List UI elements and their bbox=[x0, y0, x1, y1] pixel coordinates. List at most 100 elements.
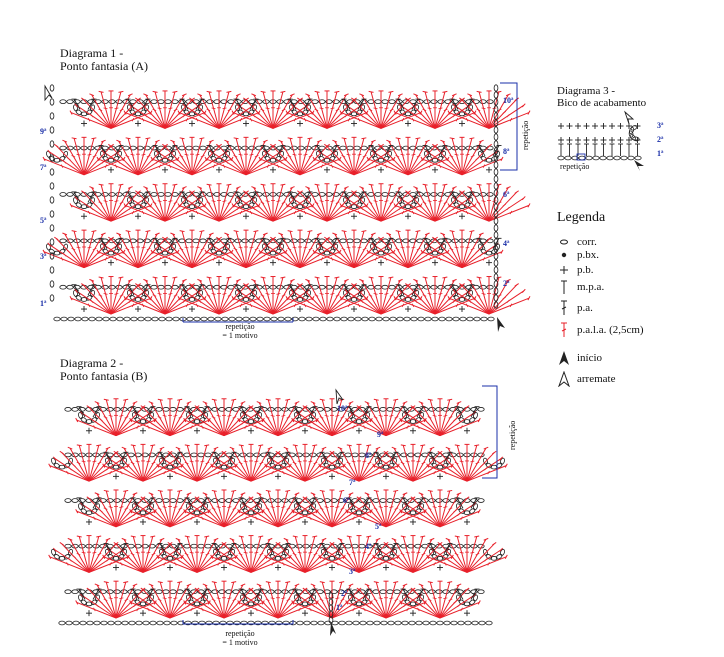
legend-label: corr. bbox=[577, 236, 597, 248]
chain-stitch bbox=[99, 498, 107, 503]
chain-stitch bbox=[493, 91, 499, 99]
chain-stitch bbox=[443, 620, 451, 626]
chain-stitch bbox=[177, 620, 185, 626]
chain-stitch bbox=[164, 284, 172, 290]
chain-stitch bbox=[358, 589, 366, 595]
chain-stitch bbox=[134, 204, 142, 209]
chain-stitch bbox=[256, 316, 264, 322]
chain-stitch bbox=[479, 99, 487, 104]
chain-stitch bbox=[404, 204, 412, 209]
chain-stitch bbox=[352, 620, 360, 626]
chain-stitch bbox=[101, 99, 109, 104]
chain-stitch bbox=[375, 316, 383, 322]
chain-stitch bbox=[493, 259, 499, 267]
chain-stitch bbox=[184, 620, 192, 626]
chain-stitch bbox=[199, 145, 207, 151]
chain-stitch bbox=[585, 155, 593, 161]
d3-row-label: 3ª bbox=[657, 121, 664, 130]
chain-stitch bbox=[73, 197, 79, 205]
chain-stitch bbox=[163, 620, 171, 626]
chain-stitch bbox=[328, 155, 336, 162]
chain-stitch bbox=[200, 316, 208, 322]
chain-stitch bbox=[493, 280, 499, 288]
chain-stitch bbox=[49, 98, 55, 106]
legend-label: início bbox=[577, 352, 603, 364]
d2-row-label: 3ª bbox=[349, 567, 356, 576]
chain-stitch bbox=[330, 407, 338, 412]
chain-stitch bbox=[493, 266, 499, 274]
chain-stitch bbox=[188, 297, 196, 302]
chain-stitch bbox=[211, 498, 219, 503]
chain-stitch bbox=[453, 295, 461, 301]
chain-stitch bbox=[141, 543, 149, 549]
chain-stitch bbox=[277, 316, 285, 322]
chain-stitch bbox=[102, 248, 110, 255]
legend-label: p.bx. bbox=[577, 249, 599, 261]
chain-stitch bbox=[139, 601, 147, 607]
legend-label: p.b. bbox=[577, 264, 594, 276]
chain-stitch bbox=[318, 99, 326, 104]
chain-stitch bbox=[169, 589, 177, 595]
chain-stitch bbox=[435, 407, 443, 412]
chain-stitch bbox=[130, 316, 138, 322]
chain-stitch bbox=[288, 452, 296, 458]
chain-stitch bbox=[51, 457, 57, 465]
chain-stitch bbox=[169, 543, 177, 549]
chain-stitch bbox=[66, 99, 74, 104]
chain-stitch bbox=[242, 204, 250, 209]
chain-stitch bbox=[301, 295, 309, 301]
chain-stitch bbox=[493, 119, 499, 127]
chain-stitch bbox=[298, 316, 306, 322]
chain-stitch bbox=[137, 316, 145, 322]
chain-stitch bbox=[282, 620, 290, 626]
single-crochet-icon bbox=[560, 266, 568, 274]
chain-stitch bbox=[379, 543, 387, 549]
chain-stitch bbox=[88, 316, 96, 322]
chain-stitch bbox=[113, 589, 121, 595]
legend-item: m.p.a. bbox=[557, 279, 604, 295]
chain-stitch bbox=[58, 155, 66, 162]
chain-stitch bbox=[291, 109, 299, 116]
chain-stitch bbox=[389, 316, 397, 322]
chain-stitch bbox=[46, 150, 52, 158]
chain-stitch bbox=[372, 248, 380, 255]
chain-stitch bbox=[112, 464, 120, 470]
chain-stitch bbox=[310, 620, 318, 626]
chain-stitch bbox=[290, 284, 298, 290]
chain-stitch bbox=[490, 556, 498, 561]
chain-stitch bbox=[211, 589, 219, 595]
chain-stitch bbox=[81, 316, 89, 322]
chain-stitch bbox=[353, 145, 361, 151]
chain-stitch bbox=[136, 145, 144, 151]
chain-stitch bbox=[386, 407, 394, 412]
chain-stitch bbox=[354, 316, 362, 322]
diagram3-chart bbox=[557, 123, 642, 161]
chain-stitch bbox=[247, 295, 255, 301]
d3-row-label: 1ª bbox=[657, 149, 664, 158]
chain-stitch bbox=[295, 452, 303, 458]
chain-stitch bbox=[373, 620, 381, 626]
chain-stitch bbox=[493, 210, 499, 218]
chain-stitch bbox=[190, 589, 198, 595]
chain-stitch bbox=[301, 202, 309, 208]
chain-stitch bbox=[116, 316, 124, 322]
chain-stitch bbox=[197, 543, 205, 549]
chain-stitch bbox=[274, 155, 282, 162]
chain-stitch bbox=[437, 99, 445, 104]
chain-stitch bbox=[493, 273, 499, 281]
chain-stitch bbox=[161, 250, 169, 256]
chain-stitch bbox=[59, 238, 67, 244]
diagram1-title: Diagrama 1 - Ponto fantasia (A) bbox=[60, 46, 148, 73]
chain-stitch bbox=[80, 599, 88, 606]
chain-stitch bbox=[211, 407, 219, 412]
chain-stitch bbox=[183, 202, 191, 208]
chain-stitch bbox=[323, 589, 331, 595]
chain-stitch bbox=[493, 84, 499, 92]
chain-stitch bbox=[628, 130, 634, 138]
chain-stitch bbox=[394, 620, 402, 626]
chain-stitch bbox=[233, 620, 241, 626]
chain-stitch bbox=[493, 112, 499, 120]
chain-stitch bbox=[94, 192, 102, 197]
chain-stitch bbox=[325, 192, 333, 197]
chain-stitch bbox=[141, 407, 149, 412]
